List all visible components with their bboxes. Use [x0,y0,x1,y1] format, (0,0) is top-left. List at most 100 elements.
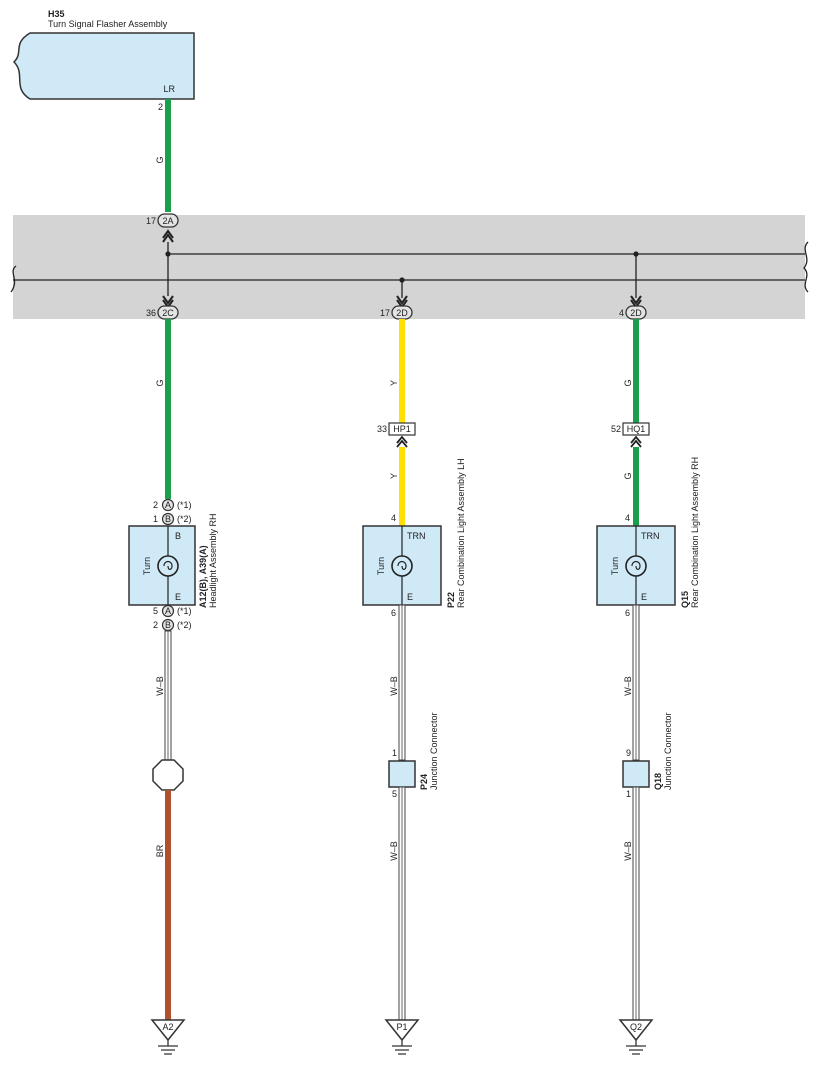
jb-break-right [803,241,809,293]
wire-label-col3-mid: G [623,472,633,479]
wire-col3-bottom [632,786,640,1021]
q18-pin-top: 9 [626,748,631,758]
wire-label-col2-mid: Y [389,473,399,479]
headlight-top-note-2: (*2) [177,514,192,524]
hp1-box [388,422,416,436]
splice-octagon-icon [152,759,184,791]
wire-label-top: G [155,156,165,163]
flasher-body [12,32,195,100]
q18-box [622,760,650,788]
q18-code: Q18 [653,773,663,790]
wire-label-col1-ground: BR [155,844,165,857]
wire-col1-upper [165,319,171,499]
q18-name: Junction Connector [663,712,673,790]
hq1-id: HQ1 [627,424,646,434]
rear-rh-name: Rear Combination Light Assembly RH [690,457,700,608]
wire-col2-lower [398,604,406,761]
rear-rh-pin-bottom: 6 [625,608,630,618]
headlight-top-conn-1-label: A [165,500,171,510]
rear-lh-terminal-bottom: E [407,592,413,602]
rear-lh-name: Rear Combination Light Assembly LH [456,458,466,608]
rear-rh-pin-top: 4 [625,513,630,523]
rear-rh-assembly: 4 TRN E Turn 6 Q15 Rear Combination Ligh… [596,457,700,618]
inline-connector-hp1: 33 HP1 [377,422,416,448]
ground-q2-triangle [618,1019,654,1042]
headlight-name: Headlight Assembly RH [208,513,218,608]
p24-pin-top: 1 [392,748,397,758]
wire-label-col3-bottom: W–B [623,841,633,861]
headlight-top-pin-1: 2 [153,500,158,510]
ground-a2-label: A2 [162,1022,173,1032]
rear-lh-pin-top: 4 [391,513,396,523]
headlight-assembly: 2 A (*1) 1 B (*2) B E Turn 5 A (*1) 2 B … [128,498,218,632]
headlight-top-conn-2 [161,512,175,526]
p24-name: Junction Connector [429,712,439,790]
flasher-terminal: LR [163,84,175,94]
jb-top-chevron [162,229,174,243]
jb-top-pin: 17 [146,216,156,226]
flasher-name: Turn Signal Flasher Assembly [48,19,168,29]
jb-top-id: 2A [162,216,173,226]
headlight-bottom-pin-1: 5 [153,606,158,616]
flasher-code: H35 [48,9,65,19]
rear-lh-pin-bottom: 6 [391,608,396,618]
inline-connector-hq1: 52 HQ1 [611,422,650,448]
headlight-bottom-conn-1-label: A [165,606,171,616]
ground-a2: A2 [150,1019,186,1055]
wire-col3-lower [632,604,640,761]
hq1-pin: 52 [611,424,621,434]
jb-bottom-pin-1: 36 [146,308,156,318]
ground-p1-triangle [384,1019,420,1042]
hq1-chevron [630,435,642,448]
headlight-top-conn-1 [161,498,175,512]
headlight-lamp-label: Turn [142,557,152,575]
wire-label-col2-bottom: W–B [389,841,399,861]
wire-label-col2-upper: Y [389,380,399,386]
wire-col2-bottom [398,786,406,1021]
rear-rh-terminal-top: TRN [641,531,660,541]
jb-bottom-pin-2: 17 [380,308,390,318]
headlight-bottom-pin-2: 2 [153,620,158,630]
jb-bottom-id-1: 2C [162,308,174,318]
rear-lh-filament-icon [397,560,407,570]
wire-col1-ground [165,790,171,1020]
rear-lh-code: P22 [446,592,456,608]
jb-bottom-id-3: 2D [630,308,642,318]
rear-lh-lamp-label: Turn [376,557,386,575]
ground-p1-icon [392,1045,412,1055]
junction-q18: 9 1 Q18 Junction Connector [622,712,673,799]
p24-code: P24 [419,774,429,790]
jb-break-left [10,265,17,293]
ground-q2: Q2 [618,1019,654,1055]
headlight-filament-icon [163,560,173,570]
junction-band [13,215,805,319]
ground-q2-icon [626,1045,646,1055]
ground-a2-icon [158,1045,178,1055]
headlight-bottom-note-1: (*1) [177,606,192,616]
ground-a2-triangle [150,1019,186,1042]
wire-col3-mid [633,447,639,526]
hp1-pin: 33 [377,424,387,434]
headlight-top-note-1: (*1) [177,500,192,510]
junction-block: 17 2A 36 2C 17 2D 4 2D [10,213,809,320]
headlight-terminal-top: B [175,531,181,541]
rear-rh-code: Q15 [680,591,690,608]
wire-col3-upper [633,319,639,423]
hp1-id: HP1 [393,424,411,434]
rear-rh-filament-icon [631,560,641,570]
flasher-pin: 2 [158,102,163,112]
jb-bottom-pin-3: 4 [619,308,624,318]
flasher-assembly: H35 Turn Signal Flasher Assembly LR 2 [12,9,195,112]
headlight-bottom-conn-2-label: B [165,620,171,630]
headlight-terminal-bottom: E [175,592,181,602]
jb-node-1 [165,251,171,257]
wire-col2-mid [399,447,405,526]
wire-label-col1-upper: G [155,379,165,386]
ground-p1: P1 [384,1019,420,1055]
wire-label-col2-lower: W–B [389,676,399,696]
wire-label-col3-upper: G [623,379,633,386]
rear-rh-terminal-bottom: E [641,592,647,602]
p24-pin-bottom: 5 [392,789,397,799]
headlight-top-conn-2-label: B [165,514,171,524]
q18-pin-bottom: 1 [626,789,631,799]
